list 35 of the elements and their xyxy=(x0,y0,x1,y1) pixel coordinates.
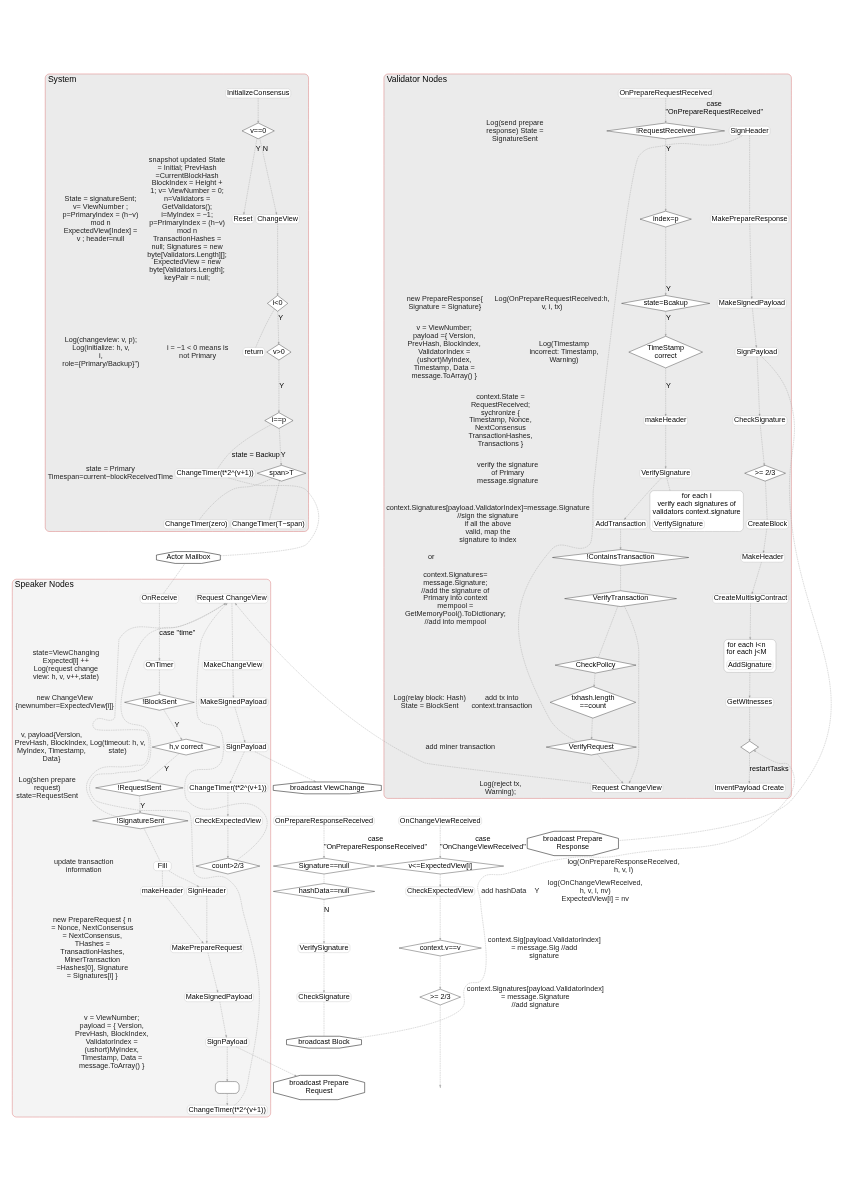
arrow xyxy=(756,356,761,417)
arrow xyxy=(597,753,624,784)
connector xyxy=(666,477,671,491)
arrow xyxy=(243,138,258,215)
arrow xyxy=(624,605,639,784)
connector xyxy=(199,478,273,520)
arrow xyxy=(593,672,596,687)
arrow xyxy=(168,870,200,887)
arrow xyxy=(762,528,767,553)
arrow xyxy=(624,477,662,520)
connector xyxy=(217,424,272,469)
arrow xyxy=(234,706,246,743)
connector xyxy=(598,606,618,658)
arrow xyxy=(163,709,183,741)
arrow xyxy=(219,1001,227,1038)
arrow xyxy=(259,137,278,215)
arrow xyxy=(760,425,765,466)
arrow xyxy=(235,603,591,784)
arrow xyxy=(751,562,762,595)
arrow xyxy=(207,952,219,993)
connector xyxy=(269,480,280,520)
arrow xyxy=(235,1046,297,1077)
arrow xyxy=(165,895,204,944)
connector xyxy=(162,563,186,595)
connector xyxy=(518,135,743,742)
arrow xyxy=(353,750,795,1039)
connector xyxy=(143,828,161,862)
arrow xyxy=(752,307,758,348)
connector xyxy=(618,356,832,841)
arrow xyxy=(146,753,180,782)
connector xyxy=(220,477,319,556)
arrow xyxy=(254,751,317,783)
arrow xyxy=(229,751,245,784)
connector xyxy=(255,308,275,348)
arrow xyxy=(86,603,226,817)
